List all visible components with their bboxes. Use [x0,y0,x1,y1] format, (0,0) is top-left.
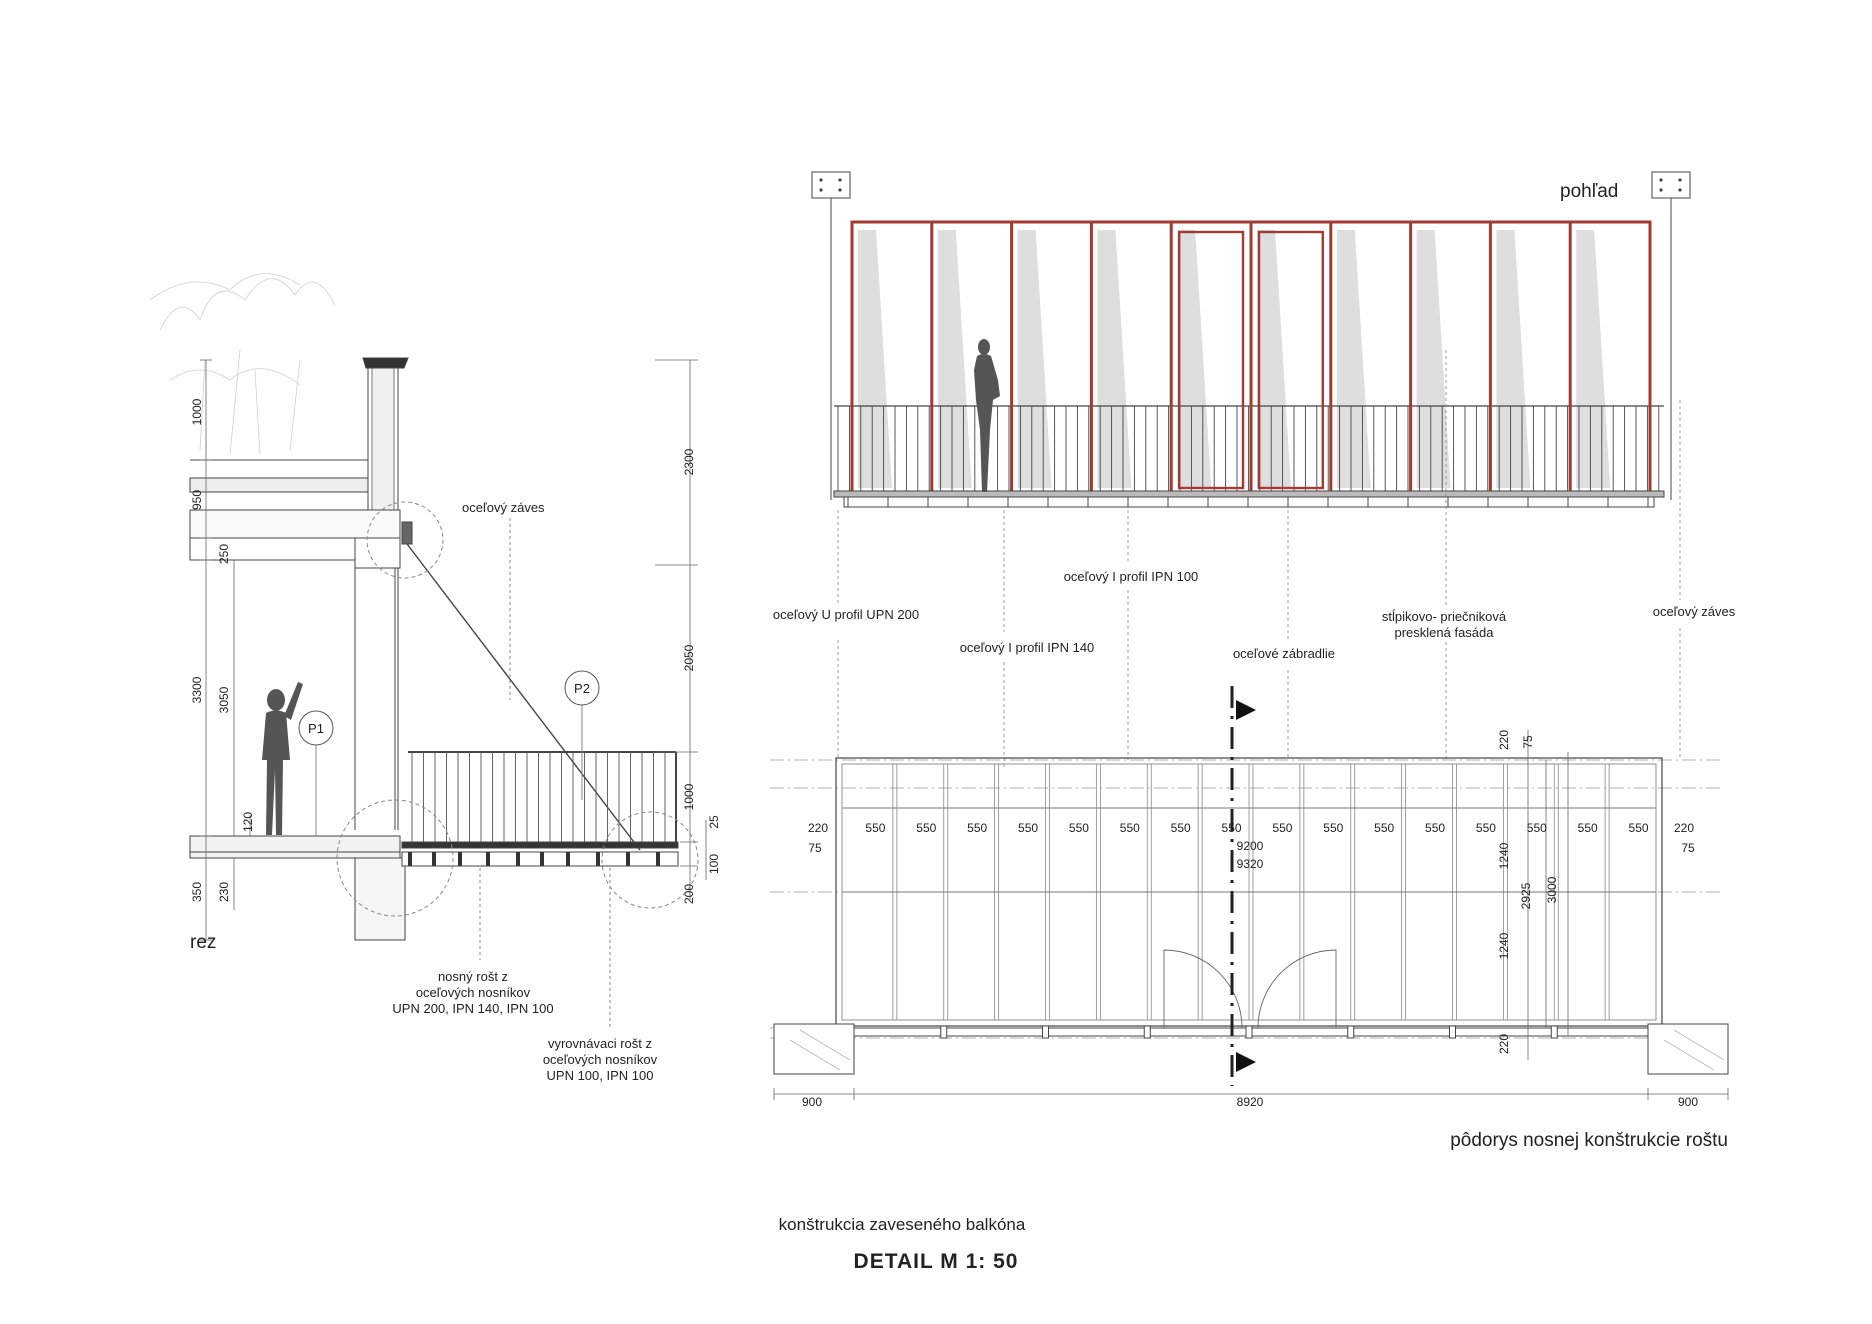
section-label-grid-level-1: vyrovnávaci rošt z [548,1036,652,1051]
svg-text:3050: 3050 [217,686,231,713]
marker-p2: P2 [574,681,590,696]
svg-text:2300: 2300 [682,448,696,475]
label-i-profile-100: oceľový I profil IPN 100 [1064,569,1199,584]
section-label-grid-main-3: UPN 200, IPN 140, IPN 100 [392,1001,553,1016]
plan-row-dim: 550 [1629,821,1649,835]
plan-row-dim: 550 [1578,821,1598,835]
plan-dim-75-left: 75 [808,841,822,855]
section-label-hinge: oceľový záves [462,500,545,515]
label-hinge-elevation: oceľový záves [1653,604,1736,619]
section-dims-left: 1000 950 250 3300 3050 120 350 230 [190,398,255,902]
plan-row-dim: 550 [865,821,885,835]
vegetation-sketch [149,273,336,456]
plan-row-dim: 550 [1323,821,1343,835]
plan-bottom-dim-center: 8920 [1237,1095,1264,1109]
plan-row-dim: 550 [1120,821,1140,835]
svg-text:3000: 3000 [1545,876,1559,903]
plan-row-dim: 550 [916,821,936,835]
footer-title: DETAIL M 1: 50 [854,1250,1019,1273]
plan-row-dims: 220 550 550 550 550 550 550 550 550 550 550 550 550 5… [808,821,1694,835]
plan-vert-dims: 220 75 1240 2925 3000 1240 220 [1497,730,1559,1054]
svg-text:3300: 3300 [190,676,204,703]
plan-title: pôdorys nosnej konštrukcie roštu [1450,1130,1728,1151]
svg-text:250: 250 [217,544,231,564]
plan-row-dim: 550 [1018,821,1038,835]
plan-row-dim: 220 [808,821,828,835]
section-label-grid-level-3: UPN 100, IPN 100 [547,1068,654,1083]
plan-row-dim: 550 [1222,821,1242,835]
plan-row-dim: 550 [1527,821,1547,835]
section-label-grid-main-1: nosný rošt z [438,969,508,984]
label-u-profile: oceľový U profil UPN 200 [773,607,919,622]
section-dims-right: 2300 2050 1000 25 200 100 [682,448,721,904]
svg-text:2925: 2925 [1519,882,1533,909]
plan-row-dim: 550 [967,821,987,835]
plan-row-dim: 550 [1476,821,1496,835]
svg-text:1000: 1000 [682,783,696,810]
plan-row-dim: 550 [1171,821,1191,835]
section-drawing [149,273,707,1030]
plan-dim-75-right: 75 [1681,841,1695,855]
svg-text:2050: 2050 [682,644,696,671]
svg-text:230: 230 [217,882,231,902]
svg-text:100: 100 [707,854,721,874]
svg-text:200: 200 [682,884,696,904]
label-facade-1: stĺpikovo- priečniková [1382,609,1507,624]
plan-row-dim: 550 [1069,821,1089,835]
label-i-profile-140: oceľový I profil IPN 140 [960,640,1095,655]
svg-text:350: 350 [190,882,204,902]
plan-bottom-dim-left: 900 [802,1095,822,1109]
svg-text:220: 220 [1497,1034,1511,1054]
plan-bottom-dim-right: 900 [1678,1095,1698,1109]
section-label-grid-main-2: oceľových nosníkov [416,985,531,1000]
svg-text:25: 25 [707,815,721,829]
marker-p1: P1 [308,721,324,736]
plan-dim-9200: 9200 [1237,839,1264,853]
footer-subtitle: konštrukcia zaveseného balkóna [779,1215,1026,1234]
elevation-human-figure [974,339,1000,492]
plan-row-dim: 550 [1425,821,1445,835]
section-title: rez [190,932,216,953]
plan-dim-9320: 9320 [1237,857,1264,871]
plan-row-dim: 550 [1374,821,1394,835]
svg-text:1000: 1000 [190,398,204,425]
svg-text:1240: 1240 [1497,932,1511,959]
svg-text:75: 75 [1521,735,1535,749]
elevation-drawing [811,171,1691,770]
section-railing [411,752,666,842]
svg-text:950: 950 [190,490,204,510]
label-facade-2: presklená fasáda [1394,625,1494,640]
svg-text:220: 220 [1497,730,1511,750]
plan-drawing [770,686,1729,1100]
svg-text:120: 120 [241,812,255,832]
section-label-grid-level-2: oceľových nosníkov [543,1052,658,1067]
human-figure [262,682,303,835]
label-railing: oceľové zábradlie [1233,646,1335,661]
elevation-title: pohľad [1560,181,1618,202]
svg-text:1240: 1240 [1497,842,1511,869]
plan-row-dim: 220 [1674,821,1694,835]
plan-row-dim: 550 [1272,821,1292,835]
